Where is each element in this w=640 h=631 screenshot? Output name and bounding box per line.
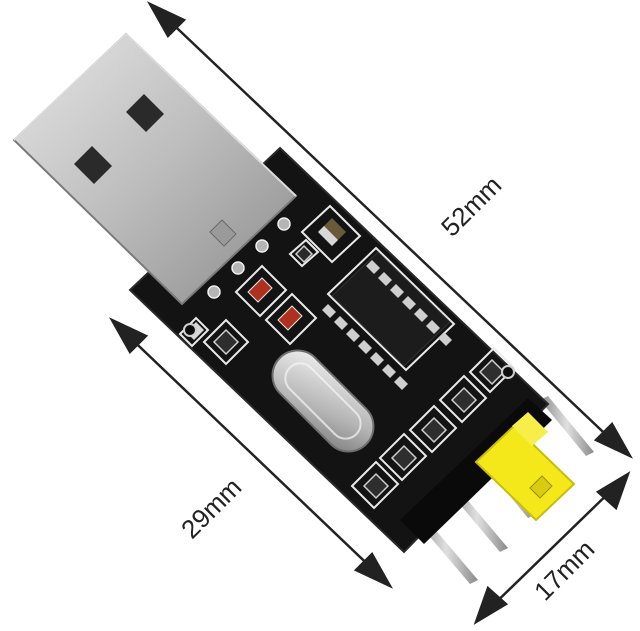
mounting-holes (183, 323, 515, 379)
usb-plug (12, 32, 298, 306)
length-label: 52mm (435, 170, 507, 242)
usb-solder-pads (207, 217, 291, 299)
crystal-oscillator (271, 349, 375, 453)
smd-components (186, 218, 506, 500)
jumper-cap (474, 412, 576, 522)
header-pin (540, 396, 594, 456)
dimension-arrow-length (146, 1, 634, 459)
usb-plug-hole (126, 94, 164, 132)
board-length-label: 29mm (175, 472, 247, 544)
silkscreen (178, 204, 516, 510)
usb-plug-hole (74, 146, 112, 184)
dimension-arrow-width (473, 471, 631, 625)
width-label: 17mm (528, 534, 600, 606)
ic-chip (322, 251, 452, 390)
dimension-arrow-board-length (108, 317, 394, 589)
